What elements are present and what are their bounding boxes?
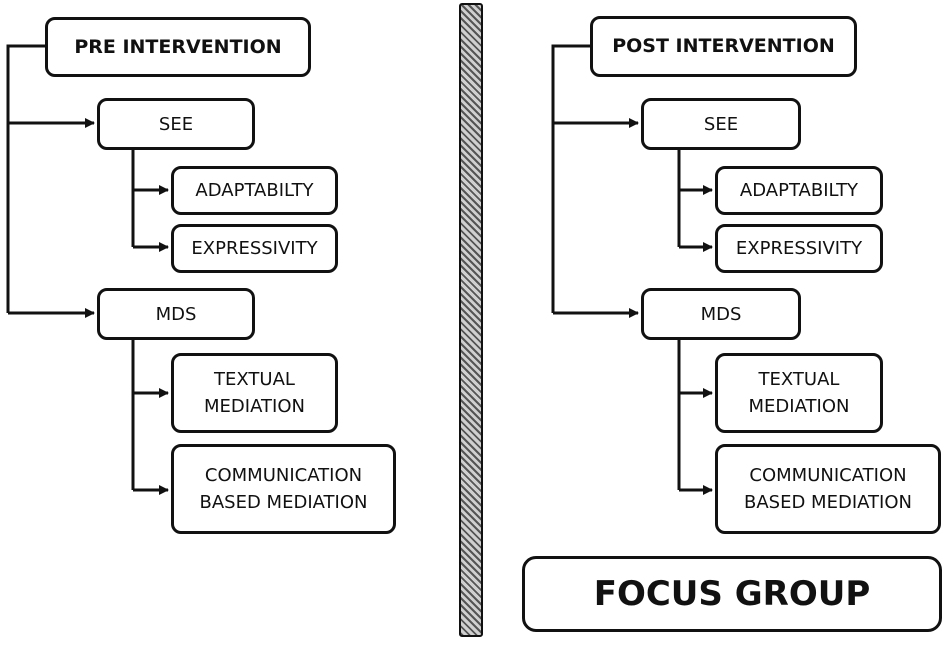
pre-communication-mediation-box: COMMUNICATION BASED MEDIATION xyxy=(171,444,396,534)
pre-see-box: SEE xyxy=(97,98,255,150)
pre-adaptability-box: ADAPTABILTY xyxy=(171,166,338,215)
pre-trunk-line xyxy=(6,44,45,313)
post-see-box: SEE xyxy=(641,98,801,150)
pre-textual-mediation-box: TEXTUAL MEDIATION xyxy=(171,353,338,433)
post-adaptability-box: ADAPTABILTY xyxy=(715,166,883,215)
hatched-divider xyxy=(459,3,483,637)
post-mds-box: MDS xyxy=(641,288,801,340)
pre-expressivity-box: EXPRESSIVITY xyxy=(171,224,338,273)
pre-mds-box: MDS xyxy=(97,288,255,340)
post-intervention-box: POST INTERVENTION xyxy=(590,16,857,77)
pre-intervention-box: PRE INTERVENTION xyxy=(45,17,311,77)
post-textual-mediation-box: TEXTUAL MEDIATION xyxy=(715,353,883,433)
post-expressivity-box: EXPRESSIVITY xyxy=(715,224,883,273)
focus-group-box: FOCUS GROUP xyxy=(522,556,942,632)
post-trunk-line xyxy=(551,44,590,313)
post-communication-mediation-box: COMMUNICATION BASED MEDIATION xyxy=(715,444,941,534)
